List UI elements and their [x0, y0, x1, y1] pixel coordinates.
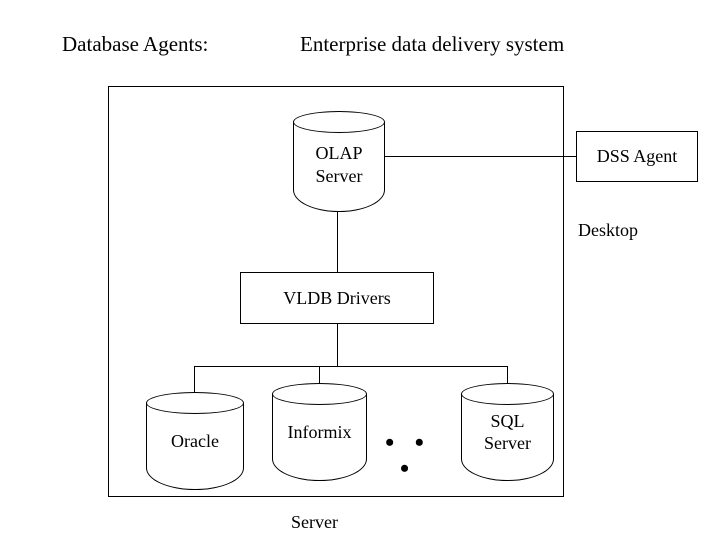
node-sql-server-line1: SQL [490, 411, 525, 431]
node-sql-server-line2: Server [484, 433, 531, 453]
cylinder-top [293, 111, 385, 133]
node-sql-server-label: SQL Server [461, 383, 554, 481]
connector-bus-to-oracle [194, 366, 195, 396]
node-dss-agent: DSS Agent [576, 131, 698, 182]
node-oracle-label: Oracle [171, 430, 219, 451]
page-title-value: Enterprise data delivery system [300, 32, 565, 56]
node-dss-agent-label: DSS Agent [596, 146, 678, 166]
node-olap-server: OLAP Server [293, 111, 385, 212]
connector-olap-to-dss-agent [385, 156, 576, 157]
node-informix: Informix [272, 383, 367, 481]
page-title-label: Database Agents: [62, 32, 209, 56]
connector-database-bus [194, 366, 507, 367]
cylinder-top [146, 392, 244, 414]
connector-bus-to-sql-server [507, 366, 508, 386]
node-sql-server: SQL Server [461, 383, 554, 481]
cylinder-top [272, 383, 367, 405]
connector-bus-to-informix [319, 366, 320, 386]
cylinder-body [146, 403, 244, 490]
node-vldb-drivers-label: VLDB Drivers [283, 287, 391, 308]
node-oracle: Oracle [146, 392, 244, 490]
node-olap-server-line1: OLAP [315, 142, 363, 163]
cylinder-body [272, 394, 367, 481]
cylinder-body [461, 394, 554, 481]
node-informix-label: Informix [287, 421, 352, 442]
node-vldb-drivers: VLDB Drivers [240, 272, 434, 324]
label-ellipsis: • • • [385, 428, 431, 483]
cylinder-body [293, 122, 385, 212]
node-olap-server-label: OLAP Server [293, 111, 385, 212]
page-title: Database Agents: Enterprise data deliver… [62, 30, 682, 64]
label-server-caption: Server [291, 512, 338, 532]
cylinder-top [461, 383, 554, 405]
label-desktop: Desktop [578, 220, 638, 240]
connector-vldb-stem [337, 324, 338, 366]
connector-olap-to-vldb [337, 212, 338, 272]
node-olap-server-line2: Server [315, 165, 363, 186]
